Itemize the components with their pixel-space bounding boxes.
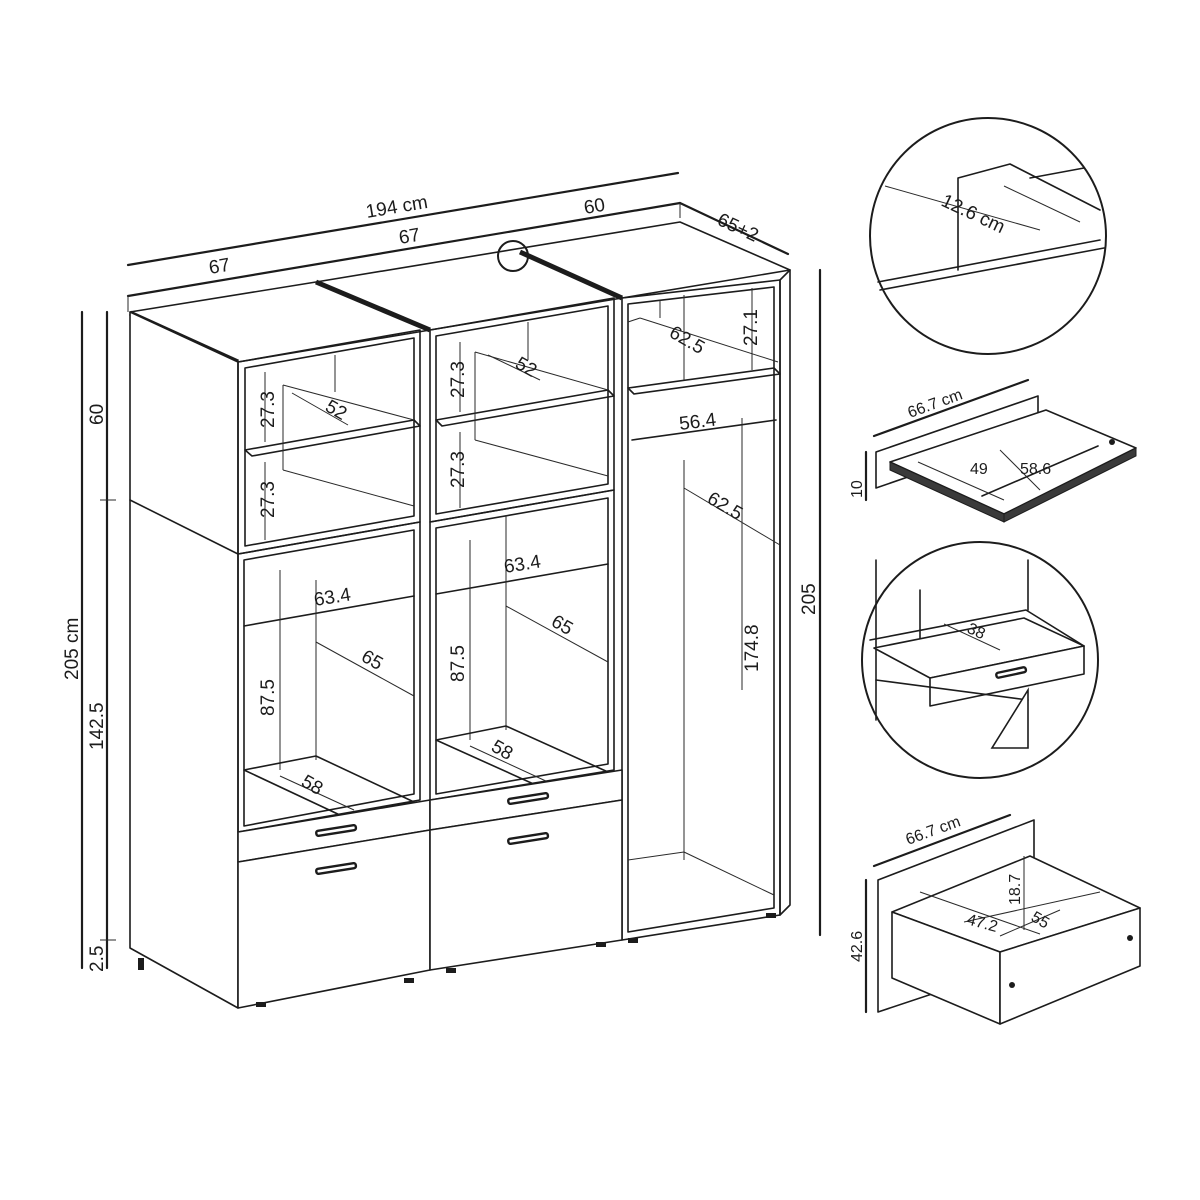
- detail-tray: [864, 378, 1137, 523]
- r-shelf-depth: 62.5: [666, 322, 709, 359]
- lm-hanging-depth: 65: [548, 611, 577, 640]
- drawer-inner-height-label: 18.7: [1007, 874, 1024, 905]
- lm-hanging-height: 87.5: [448, 645, 469, 682]
- right-side-panel: [779, 269, 791, 916]
- lm-bottom-depth: 58: [488, 736, 517, 765]
- left-large-drawer[interactable]: [237, 829, 431, 1009]
- tray-inner-depth-label: 49: [970, 461, 988, 478]
- ul-shelf-height-upper: 27.3: [258, 391, 279, 428]
- middle-drawers: [429, 769, 623, 971]
- total-height-left-label: 205 cm: [62, 618, 83, 680]
- r-hanging-height: 174.8: [742, 624, 763, 672]
- left-side-panel: [129, 311, 239, 1009]
- wardrobe-feet: [138, 913, 776, 1007]
- ll-hanging-height: 87.5: [258, 679, 279, 716]
- left-width-label: 67: [207, 255, 231, 279]
- lower-height-label: 142.5: [87, 702, 108, 750]
- detail-drawer-circle: [861, 541, 1099, 779]
- plinth-height-label: 2.5: [87, 946, 108, 972]
- tray-inner-width-label: 58.6: [1020, 461, 1051, 478]
- detail-hinge-circle: [869, 117, 1107, 355]
- overall-width-label: 194 cm: [364, 192, 429, 223]
- top-detail-marker: [497, 240, 529, 272]
- left-small-drawer-handle[interactable]: [315, 823, 358, 838]
- detail-drawer: [864, 813, 1141, 1025]
- ul-shelf-height-lower: 27.3: [258, 481, 279, 518]
- ll-hanging-depth: 65: [358, 646, 387, 675]
- tray-width-label: 66.7 cm: [906, 386, 965, 421]
- um-shelf-height-upper: 27.3: [448, 361, 469, 398]
- middle-large-drawer-handle[interactable]: [507, 831, 550, 846]
- r-hanging-depth: 62.5: [704, 488, 747, 525]
- top-dimension-lines: [126, 171, 790, 312]
- middle-small-drawer-handle[interactable]: [507, 791, 550, 806]
- r-rail-width: 56.4: [678, 410, 718, 435]
- drawer-inner-width-label: 55: [1028, 909, 1052, 933]
- right-section-interior: [627, 288, 781, 896]
- front-frame: [129, 279, 781, 941]
- upper-height-label: 60: [87, 404, 108, 425]
- middle-width-label: 67: [397, 225, 421, 249]
- r-shelf-height: 27.1: [741, 309, 762, 346]
- upper-middle-shelves: [435, 322, 615, 508]
- drawer-circle-label: 38: [964, 620, 987, 643]
- middle-large-drawer[interactable]: [429, 799, 623, 971]
- ul-shelf-depth: 52: [322, 396, 351, 425]
- tray-height-label: 10: [849, 480, 866, 498]
- um-shelf-height-lower: 27.3: [448, 451, 469, 488]
- drawer-height-label: 42.6: [849, 931, 866, 962]
- left-large-drawer-handle[interactable]: [315, 861, 358, 876]
- ll-rail-width: 63.4: [312, 584, 352, 611]
- left-dimension-lines: [80, 310, 116, 970]
- left-drawers: [237, 799, 431, 1009]
- upper-left-shelves: [244, 355, 421, 540]
- wardrobe-main-view: 194 cm 67 67 60 65+2 205 cm 60 142.5 2.5…: [62, 171, 822, 1009]
- lm-rail-width: 63.4: [502, 551, 542, 578]
- total-height-right-label: 205: [799, 583, 820, 615]
- right-width-label: 60: [582, 195, 606, 219]
